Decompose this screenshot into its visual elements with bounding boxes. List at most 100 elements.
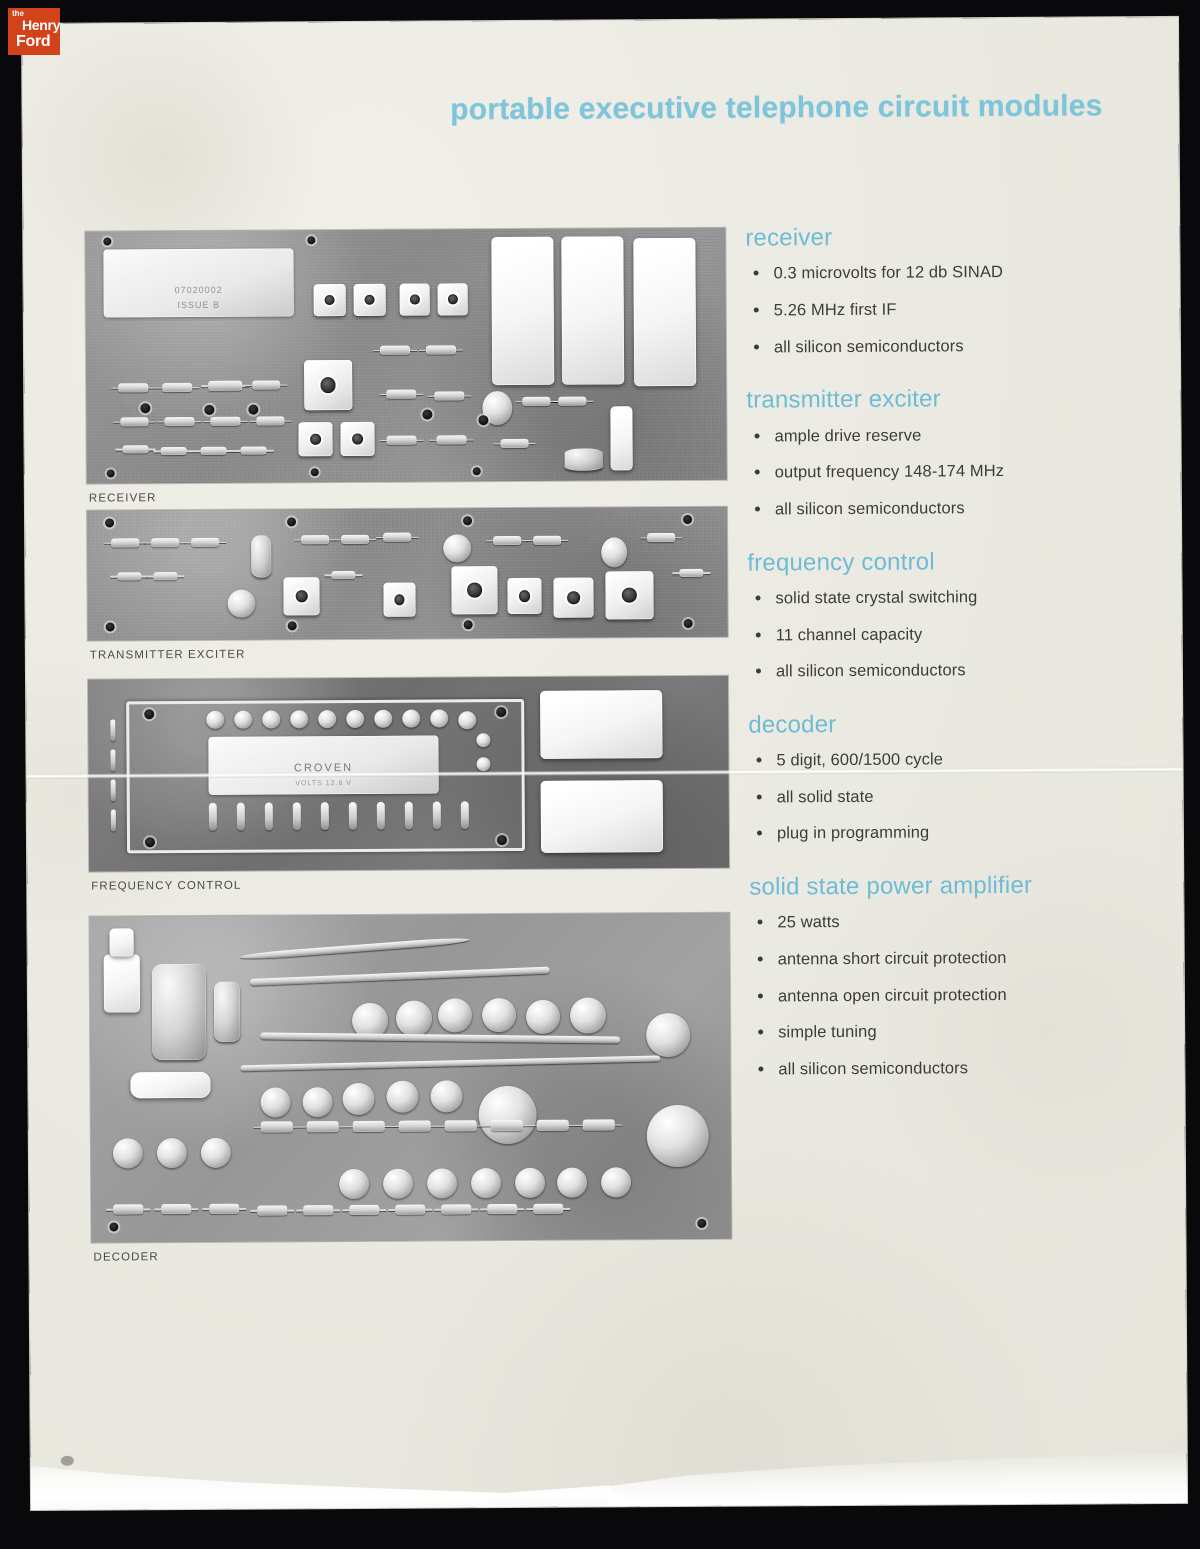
transformer-can	[451, 566, 498, 615]
bullet-icon	[757, 919, 763, 925]
terminal-pin	[320, 802, 329, 831]
resistor	[647, 533, 676, 543]
specifications-column: receiver 0.3 microvolts for 12 db SINAD …	[745, 223, 1150, 1110]
connector-block	[109, 928, 134, 957]
resistor	[117, 572, 142, 581]
transformer-can	[353, 283, 386, 316]
electrolytic-cap	[564, 448, 603, 471]
board-eyelet	[307, 236, 316, 245]
spec-item: 11 channel capacity	[748, 623, 1148, 646]
resistor	[252, 380, 281, 390]
spec-item: 5.26 MHz first IF	[746, 298, 1146, 321]
transformer-can	[283, 577, 320, 616]
resistor	[679, 568, 704, 577]
disc-capacitor	[470, 1168, 502, 1199]
photo-receiver: 07020002 ISSUE B	[85, 227, 727, 484]
spec-group-decoder: decoder 5 digit, 600/1500 cycle all soli…	[748, 710, 1149, 845]
disc-capacitor	[200, 1137, 231, 1168]
resistor	[191, 537, 220, 547]
transformer-can	[340, 421, 375, 457]
spec-item: 5 digit, 600/1500 cycle	[748, 748, 1148, 771]
crystal-socket	[476, 757, 491, 772]
module-slab	[633, 237, 697, 387]
disc-capacitor	[556, 1167, 588, 1198]
resistor	[379, 345, 411, 355]
board-eyelet	[105, 518, 115, 528]
crystal-oven-label: CROVEN VOLTS 12.6 V	[208, 735, 439, 795]
spec-item-text: 5.26 MHz first IF	[773, 300, 897, 320]
transformer-can	[605, 571, 654, 620]
bullet-icon	[754, 433, 760, 439]
disc-capacitor	[646, 1104, 709, 1168]
logo-text-the: the	[12, 9, 24, 18]
spec-heading-frequency-control: frequency control	[747, 547, 935, 577]
spec-heading-transmitter-exciter: transmitter exciter	[746, 385, 941, 414]
toroid-coil	[227, 589, 256, 618]
transformer-can	[298, 422, 333, 457]
plate-line-2: ISSUE B	[177, 300, 221, 311]
spec-list-decoder: 5 digit, 600/1500 cycle all solid state …	[748, 748, 1149, 844]
bullet-icon	[756, 830, 762, 836]
board-eyelet	[287, 517, 297, 527]
disc-capacitor	[646, 1012, 691, 1058]
electrolytic-cap	[213, 981, 241, 1042]
resistor	[386, 435, 417, 445]
board-eyelet	[144, 709, 155, 720]
crystal-socket	[346, 709, 365, 729]
spec-item-text: all silicon semiconductors	[773, 336, 964, 357]
bullet-icon	[753, 270, 759, 276]
module-slab	[491, 236, 555, 386]
resistor	[200, 446, 227, 455]
board-label-plate: 07020002 ISSUE B	[103, 248, 294, 318]
board-eyelet	[287, 621, 297, 631]
disc-capacitor	[601, 537, 628, 568]
resistor	[533, 535, 562, 545]
bullet-icon	[753, 344, 759, 350]
spec-group-receiver: receiver 0.3 microvolts for 12 db SINAD …	[745, 223, 1146, 358]
spec-item-text: 5 digit, 600/1500 cycle	[776, 750, 944, 770]
resistor	[533, 1203, 564, 1214]
spec-item-text: 0.3 microvolts for 12 db SINAD	[773, 263, 1004, 283]
spec-heading-decoder: decoder	[748, 710, 837, 739]
photo-frequency-control: CROVEN VOLTS 12.6 V	[88, 675, 730, 872]
spec-group-frequency-control: frequency control solid state crystal sw…	[747, 548, 1148, 683]
disc-capacitor	[302, 1087, 333, 1118]
module-slab	[130, 1071, 211, 1099]
disc-capacitor	[600, 1167, 632, 1198]
photo-caption-receiver: RECEIVER	[88, 492, 157, 505]
electrolytic-cap	[251, 535, 272, 578]
spec-item-text: antenna short circuit protection	[777, 949, 1007, 969]
module-slab	[540, 780, 664, 853]
bullet-icon	[757, 993, 763, 999]
transformer-can	[507, 577, 542, 615]
resistor	[111, 538, 140, 548]
paper-sheet: portable executive telephone circuit mod…	[22, 16, 1188, 1510]
photo-caption-decoder: DECODER	[93, 1251, 159, 1264]
resistor	[341, 534, 370, 545]
board-eyelet	[422, 409, 433, 420]
bullet-icon	[753, 307, 759, 313]
resistor	[257, 1205, 288, 1216]
henry-ford-watermark-logo: the Henry Ford	[8, 8, 60, 55]
terminal-pin	[460, 801, 469, 830]
resistor	[352, 1120, 385, 1133]
resistor	[349, 1204, 380, 1216]
board-eyelet	[109, 1222, 119, 1232]
resistor	[240, 446, 267, 455]
resistor	[441, 1204, 472, 1215]
bullet-icon	[758, 1029, 764, 1035]
bullet-icon	[757, 956, 763, 962]
spec-list-transmitter-exciter: ample drive reserve output frequency 148…	[746, 424, 1147, 520]
terminal-pin	[432, 801, 441, 830]
resistor	[301, 535, 330, 545]
resistor	[256, 416, 285, 426]
spec-item: all solid state	[749, 785, 1149, 808]
board-eyelet	[463, 620, 473, 630]
photo-block-transmitter-exciter: TRANSMITTER EXCITER	[86, 506, 728, 662]
photo-block-receiver: 07020002 ISSUE B	[85, 227, 727, 505]
board-eyelet	[106, 469, 115, 478]
resistor	[303, 1205, 334, 1216]
spec-item-text: plug in programming	[776, 823, 930, 843]
resistor	[500, 438, 529, 449]
plate-line-1: 07020002	[174, 284, 223, 296]
